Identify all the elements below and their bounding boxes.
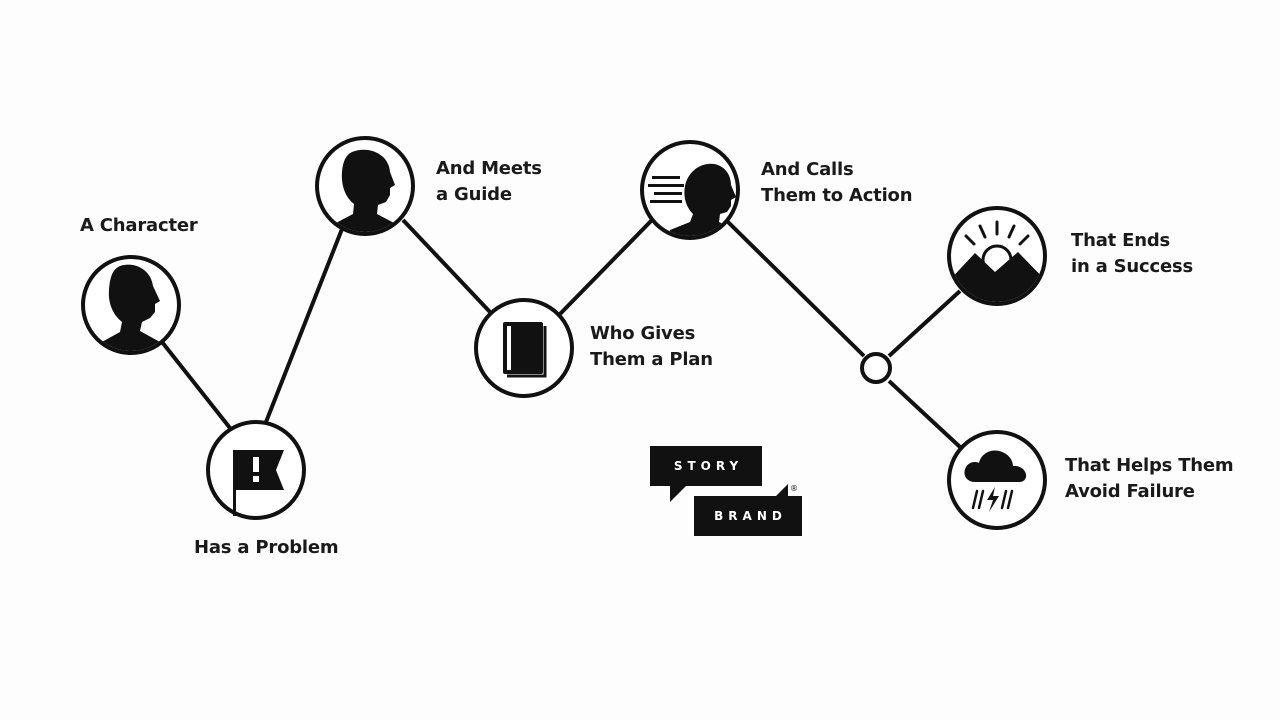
step-label-guide: And Meets a Guide <box>436 158 542 205</box>
step-label-failure: That Helps Them Avoid Failure <box>1065 455 1234 502</box>
node-character <box>81 255 181 355</box>
step-label-action: And Calls Them to Action <box>761 159 913 206</box>
story-path-connector <box>160 218 962 449</box>
book-icon <box>503 322 547 378</box>
person-silhouette-icon <box>95 264 165 351</box>
node-failure <box>947 430 1047 530</box>
logo-brand-text: BRAND <box>714 509 787 523</box>
logo-story-box: STORY <box>650 446 762 486</box>
storm-cloud-icon <box>964 450 1027 512</box>
registered-mark: ® <box>790 484 798 493</box>
node-problem <box>206 420 306 520</box>
step-label-problem: Has a Problem <box>194 537 339 558</box>
node-action <box>640 140 740 240</box>
node-plan <box>474 298 574 398</box>
logo-speech-tails <box>670 484 788 502</box>
node-success <box>947 206 1047 306</box>
guide-silhouette-icon <box>330 149 402 232</box>
step-label-success: That Ends in a Success <box>1071 230 1194 277</box>
branch-junction <box>860 352 892 384</box>
logo-brand-box: BRAND <box>694 496 802 536</box>
logo-story-text: STORY <box>673 459 744 473</box>
node-guide <box>315 136 415 236</box>
step-label-plan: Who Gives Them a Plan <box>590 323 713 370</box>
step-label-character: A Character <box>80 215 198 236</box>
flag-icon <box>233 450 284 516</box>
